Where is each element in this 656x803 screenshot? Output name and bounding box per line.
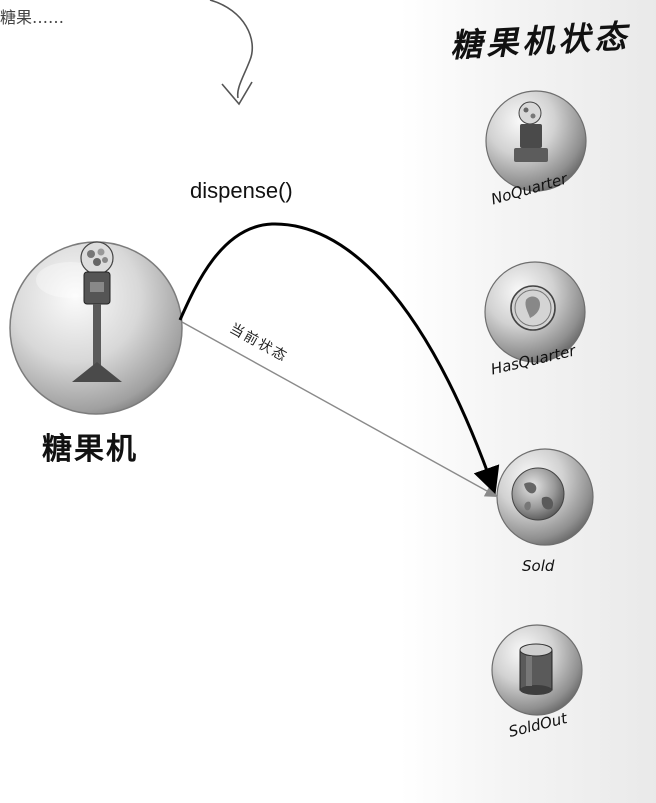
gumball-machine-icon [514,101,548,162]
states-panel-title: 糖果机状态 [449,17,631,65]
top-snippet-text: 糖果…… [0,8,65,27]
incoming-curve-arrowhead [221,81,253,106]
dispense-method-label: dispense() [190,178,293,203]
state-label-sold: Sold [522,557,555,575]
current-state-pointer [181,321,498,498]
gumball-machine-label: 糖果机 [42,432,138,467]
globe-icon [511,467,565,521]
empty-can-icon [519,643,553,695]
gumball-machine-icon [72,241,122,382]
incoming-curve-arrow [209,0,254,99]
quarter-coin-icon [510,285,556,331]
dispense-arrow [178,222,500,495]
